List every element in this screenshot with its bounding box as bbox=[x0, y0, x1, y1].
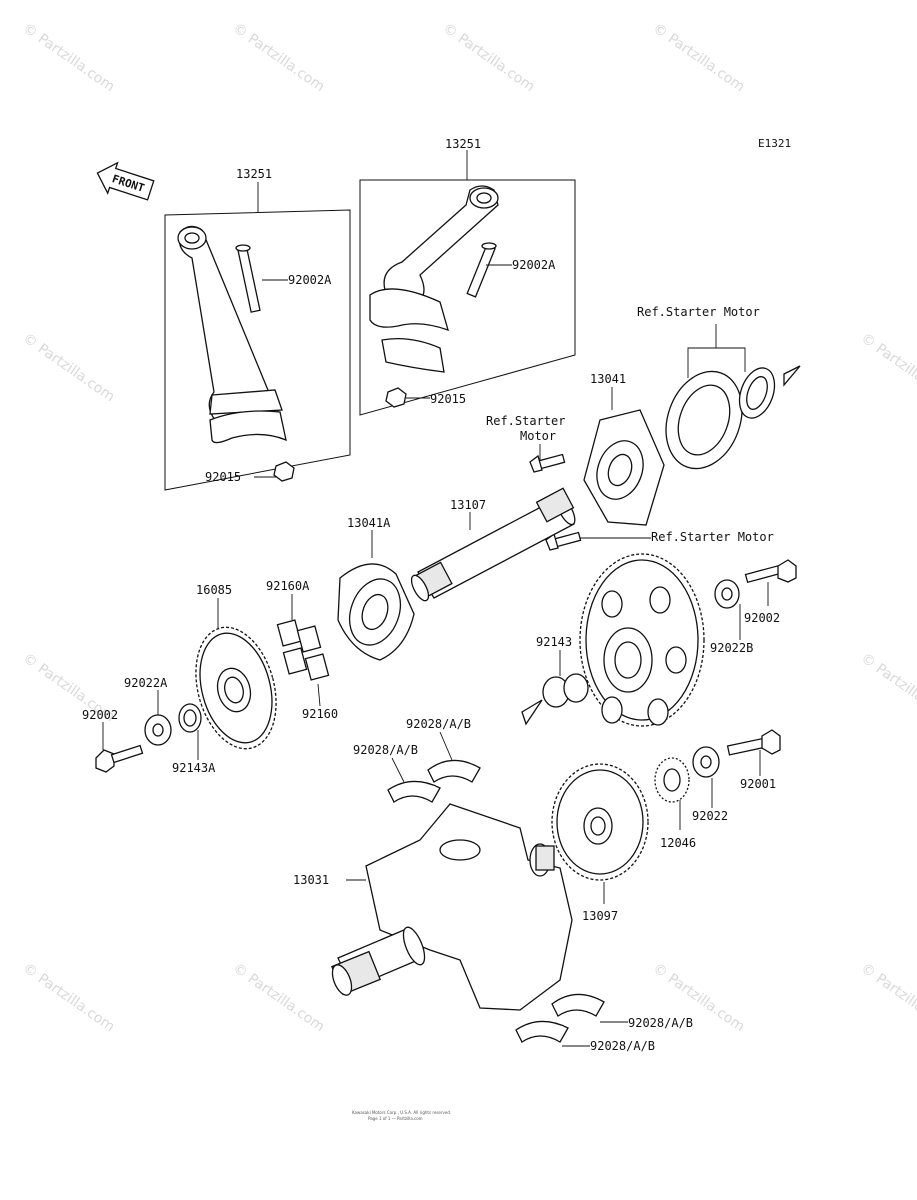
gear-12046: 12046 bbox=[654, 757, 696, 850]
damper-92160A: 92160A bbox=[266, 579, 330, 681]
part-label-92002A-right: 92002A bbox=[512, 258, 556, 272]
damper-92160: 92160 bbox=[302, 683, 338, 721]
footer-line-1: Kawasaki Motors Corp., U.S.A. All rights… bbox=[352, 1110, 451, 1115]
part-label-92022A: 92022A bbox=[124, 676, 168, 690]
front-arrow-icon: FRONT bbox=[96, 161, 155, 201]
shaft-13107: 13107 bbox=[410, 487, 576, 602]
connecting-rod-right bbox=[369, 185, 499, 373]
diagram-code: E1321 bbox=[758, 137, 791, 150]
watermark: © Partzilla.com bbox=[858, 330, 917, 405]
part-label-92001: 92001 bbox=[740, 777, 776, 791]
watermark: © Partzilla.com bbox=[650, 20, 748, 95]
watermark: © Partzilla.com bbox=[230, 960, 328, 1035]
washer-92022B: 92022B bbox=[710, 579, 753, 655]
part-label-13107: 13107 bbox=[450, 498, 486, 512]
part-label-92028-4: 92028/A/B bbox=[590, 1039, 655, 1053]
ref-starter-right: Ref.Starter Motor bbox=[651, 530, 774, 544]
starter-bolt-upper bbox=[529, 453, 566, 473]
ref-starter-mid-1: Ref.Starter bbox=[486, 414, 565, 428]
watermark: © Partzilla.com bbox=[440, 20, 538, 95]
bolt-92002-left: 92002 bbox=[82, 708, 144, 773]
watermark: © Partzilla.com bbox=[20, 960, 118, 1035]
rod-bolt-left bbox=[235, 244, 261, 313]
rod-bolt-right bbox=[466, 242, 497, 298]
part-label-92022B: 92022B bbox=[710, 641, 753, 655]
crankshaft-13031: 13031 bbox=[293, 803, 573, 1011]
watermark: © Partzilla.com bbox=[20, 330, 118, 405]
bearing-shells-upper: 92028/A/B 92028/A/B bbox=[353, 717, 481, 803]
bolt-92002-right: 92002 bbox=[744, 559, 797, 625]
part-label-92143A: 92143A bbox=[172, 761, 216, 775]
large-gear-right bbox=[579, 553, 705, 727]
part-label-92015-left: 92015 bbox=[205, 470, 241, 484]
rod-nut-right bbox=[385, 387, 407, 408]
washer-92022: 92022 bbox=[692, 746, 728, 823]
connecting-rod-group-left: 13251 92002A 92015 bbox=[164, 167, 351, 491]
part-label-92028-1: 92028/A/B bbox=[406, 717, 471, 731]
part-label-13031: 13031 bbox=[293, 873, 329, 887]
part-label-92022: 92022 bbox=[692, 809, 728, 823]
footer-line-2: Page 1 of 1 — Partzilla.com bbox=[368, 1116, 423, 1121]
bushing-92143: 92143 bbox=[521, 635, 589, 726]
part-label-92002-left: 92002 bbox=[82, 708, 118, 722]
part-label-92160A: 92160A bbox=[266, 579, 310, 593]
part-label-13251-right: 13251 bbox=[445, 137, 481, 151]
part-label-92028-2: 92028/A/B bbox=[353, 743, 418, 757]
starter-clutch-13041: Ref.Starter Motor 13041 Ref.Starter Moto… bbox=[486, 305, 801, 551]
gear-16085: 16085 bbox=[195, 583, 277, 750]
connecting-rod-group-right: 13251 92002A 92015 bbox=[359, 137, 576, 416]
gear-13097: 13097 bbox=[551, 763, 649, 923]
part-label-13251-left: 13251 bbox=[236, 167, 272, 181]
washer-92022A: 92022A bbox=[124, 676, 172, 746]
ref-starter-mid-2: Motor bbox=[520, 429, 556, 443]
part-label-16085: 16085 bbox=[196, 583, 232, 597]
watermark: © Partzilla.com bbox=[858, 960, 917, 1035]
part-label-12046: 12046 bbox=[660, 836, 696, 850]
part-label-13097: 13097 bbox=[582, 909, 618, 923]
bearing-shells-lower: 92028/A/B 92028/A/B bbox=[515, 993, 693, 1053]
part-label-13041: 13041 bbox=[590, 372, 626, 386]
part-label-92028-3: 92028/A/B bbox=[628, 1016, 693, 1030]
watermark: © Partzilla.com bbox=[858, 650, 917, 725]
part-label-13041A: 13041A bbox=[347, 516, 391, 530]
watermark: © Partzilla.com bbox=[20, 20, 118, 95]
ref-starter-top: Ref.Starter Motor bbox=[637, 305, 760, 319]
part-label-92160: 92160 bbox=[302, 707, 338, 721]
part-label-92015-right: 92015 bbox=[430, 392, 466, 406]
part-label-92143: 92143 bbox=[536, 635, 572, 649]
bolt-92001: 92001 bbox=[726, 729, 781, 791]
starter-hub-13041A: 13041A bbox=[337, 516, 415, 661]
connecting-rod-left bbox=[177, 225, 287, 444]
bushing-92143A: 92143A bbox=[172, 703, 216, 775]
part-label-92002-right: 92002 bbox=[744, 611, 780, 625]
rod-nut-left bbox=[273, 461, 295, 482]
watermark: © Partzilla.com bbox=[230, 20, 328, 95]
part-label-92002A-left: 92002A bbox=[288, 273, 332, 287]
